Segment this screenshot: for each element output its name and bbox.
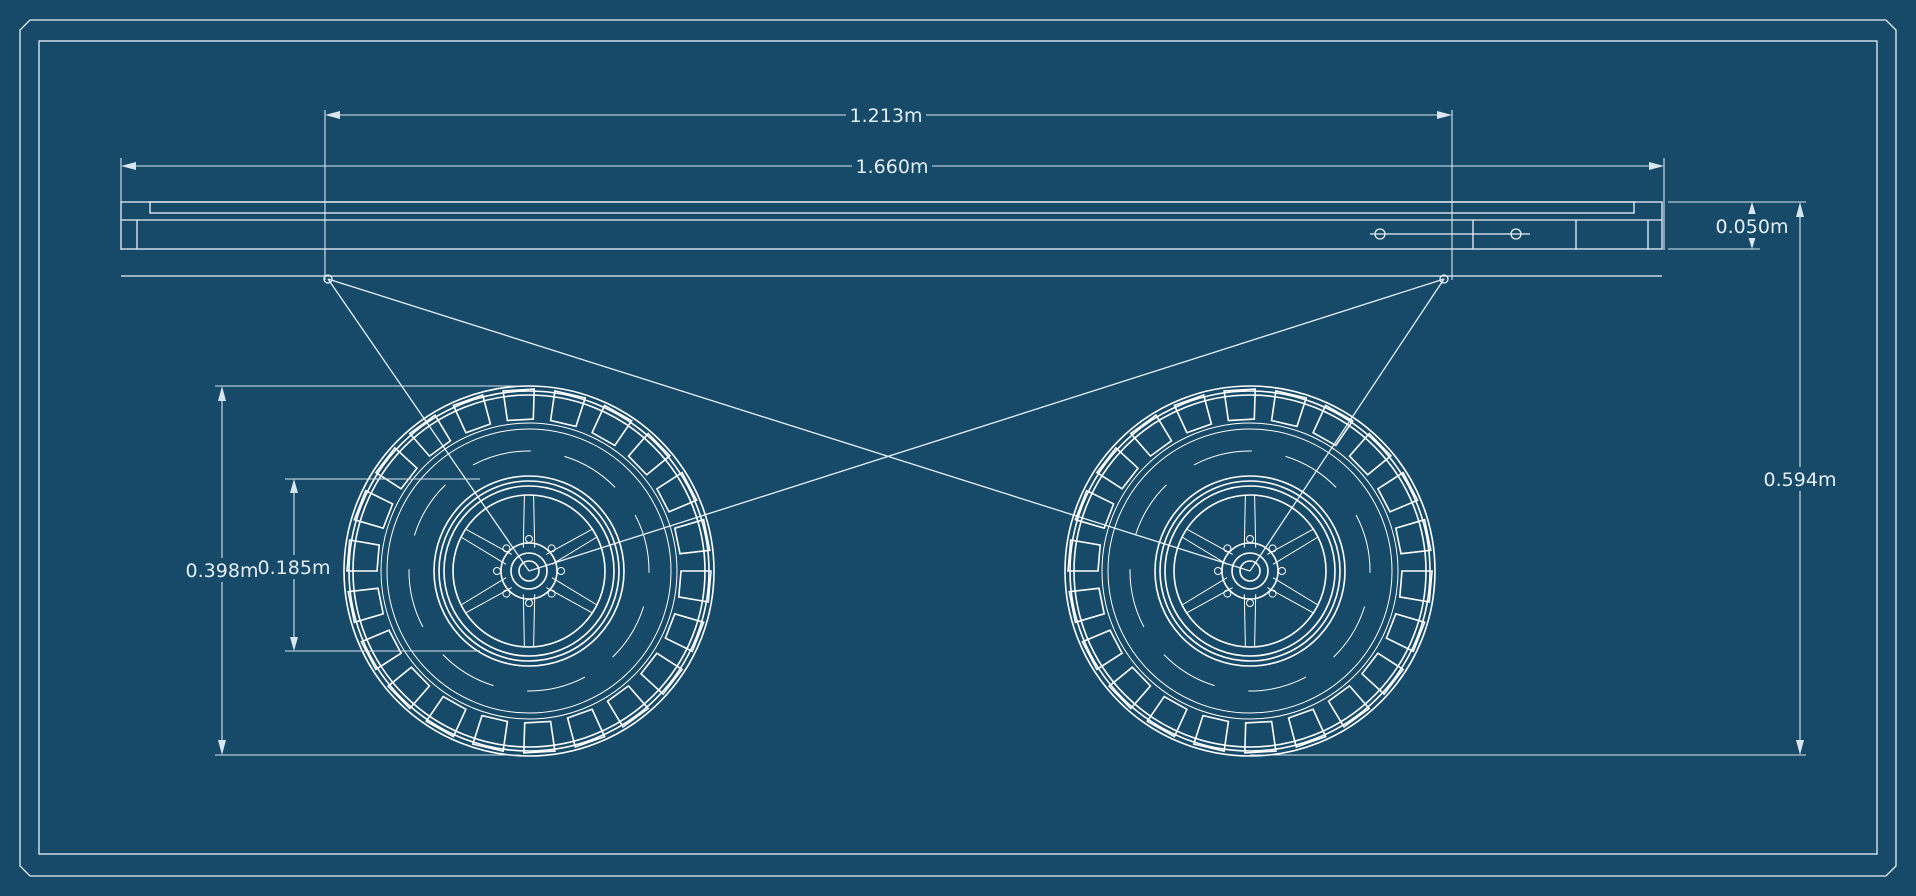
rim-diameter-label: 0.185m [258, 557, 331, 579]
left-wheel [343, 385, 715, 757]
deck-thickness-label: 0.050m [1716, 216, 1789, 238]
drawing-frame [19, 19, 1897, 877]
overall-length-label: 1.660m [856, 156, 929, 178]
deck-platform [120, 201, 1663, 277]
dimension-labels: 1.213m 1.660m 0.050m 0.594m 0.398m 0.185… [184, 103, 1840, 582]
dimension-lines [120, 110, 1806, 756]
right-wheel [1064, 385, 1436, 757]
tire-diameter-label: 0.398m [186, 560, 259, 582]
overall-height-label: 0.594m [1764, 469, 1837, 491]
wheelbase-label: 1.213m [850, 105, 923, 127]
